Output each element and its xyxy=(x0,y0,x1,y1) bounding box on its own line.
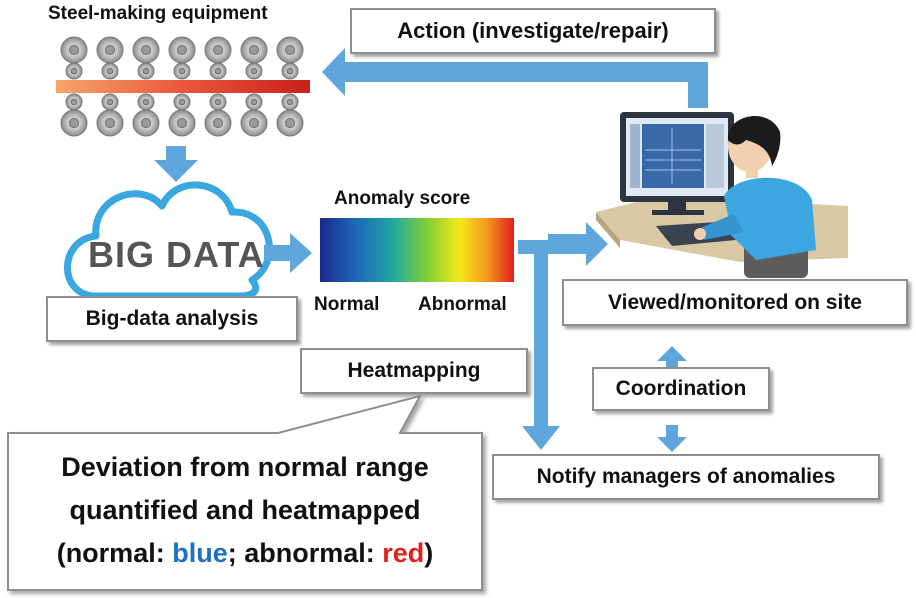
action-box: Action (investigate/repair) xyxy=(350,8,716,54)
anomaly-score-title: Anomaly score xyxy=(334,188,471,209)
roller-hub xyxy=(214,98,222,106)
coordination-box: Coordination xyxy=(592,367,770,411)
roller-hub xyxy=(140,117,152,129)
roller-hub xyxy=(68,44,80,56)
roller-hub xyxy=(248,44,260,56)
callout-line3: (normal: blue; abnormal: red) xyxy=(10,532,480,575)
big-data-analysis-label: Big-data analysis xyxy=(85,307,259,330)
callout-line3-suffix: ) xyxy=(424,538,434,568)
roller-hub xyxy=(70,67,78,75)
arrow-score-to-notify xyxy=(518,240,560,450)
roller-hub xyxy=(68,117,80,129)
callout-line2: quantified and heatmapped xyxy=(69,495,421,525)
notify-label: Notify managers of anomalies xyxy=(536,465,836,488)
coordination-label: Coordination xyxy=(615,377,747,400)
callout-line3-prefix: (normal: xyxy=(56,538,173,568)
roller-hub xyxy=(140,44,152,56)
roller-hub xyxy=(284,44,296,56)
anomaly-normal-label: Normal xyxy=(314,294,380,315)
notify-box: Notify managers of anomalies xyxy=(492,454,880,500)
roller-hub xyxy=(250,98,258,106)
callout-text: Deviation from normal range quantified a… xyxy=(10,446,480,575)
big-data-logo-text: BIG DATA xyxy=(88,234,265,275)
monitor-label: Viewed/monitored on site xyxy=(608,290,862,314)
roller-hub xyxy=(106,98,114,106)
hot-steel-bar xyxy=(56,80,310,93)
action-label: Action (investigate/repair) xyxy=(397,18,669,43)
arrow-score-to-monitor xyxy=(548,222,608,266)
big-data-cloud xyxy=(64,181,273,300)
roller-hub xyxy=(142,67,150,75)
equipment-title: Steel-making equipment xyxy=(48,3,268,24)
roller-hub xyxy=(176,117,188,129)
callout-blue-word: blue xyxy=(172,538,228,568)
anomaly-score-gradient xyxy=(320,218,514,282)
heatmapping-label: Heatmapping xyxy=(347,359,481,382)
callout-line1: Deviation from normal range xyxy=(61,452,429,482)
arrow-monitor-to-equipment xyxy=(322,48,708,108)
arrow-bigdata-to-score xyxy=(264,233,312,273)
roller-hub xyxy=(214,67,222,75)
arrow-equipment-to-bigdata xyxy=(154,146,198,182)
roller-hub xyxy=(106,67,114,75)
roller-hub xyxy=(212,117,224,129)
roller-hub xyxy=(286,67,294,75)
roller-hub xyxy=(284,117,296,129)
roller-hub xyxy=(248,117,260,129)
anomaly-abnormal-label: Abnormal xyxy=(418,294,507,315)
callout-red-word: red xyxy=(382,538,425,568)
roller-rows xyxy=(56,36,310,137)
roller-hub xyxy=(104,117,116,129)
roller-hub xyxy=(104,44,116,56)
roller-hub xyxy=(142,98,150,106)
roller-hub xyxy=(70,98,78,106)
monitor-box: Viewed/monitored on site xyxy=(562,279,908,326)
roller-hub xyxy=(286,98,294,106)
roller-hub xyxy=(250,67,258,75)
arrow-coordination-down xyxy=(657,425,687,452)
roller-hub xyxy=(178,67,186,75)
big-data-analysis-box: Big-data analysis xyxy=(46,296,298,342)
operator-at-computer xyxy=(596,112,848,278)
arrow-coordination-up xyxy=(657,346,687,371)
roller-hub xyxy=(212,44,224,56)
roller-hub xyxy=(178,98,186,106)
roller-hub xyxy=(176,44,188,56)
callout-line3-mid: ; abnormal: xyxy=(227,538,383,568)
heatmapping-box: Heatmapping xyxy=(300,348,528,394)
